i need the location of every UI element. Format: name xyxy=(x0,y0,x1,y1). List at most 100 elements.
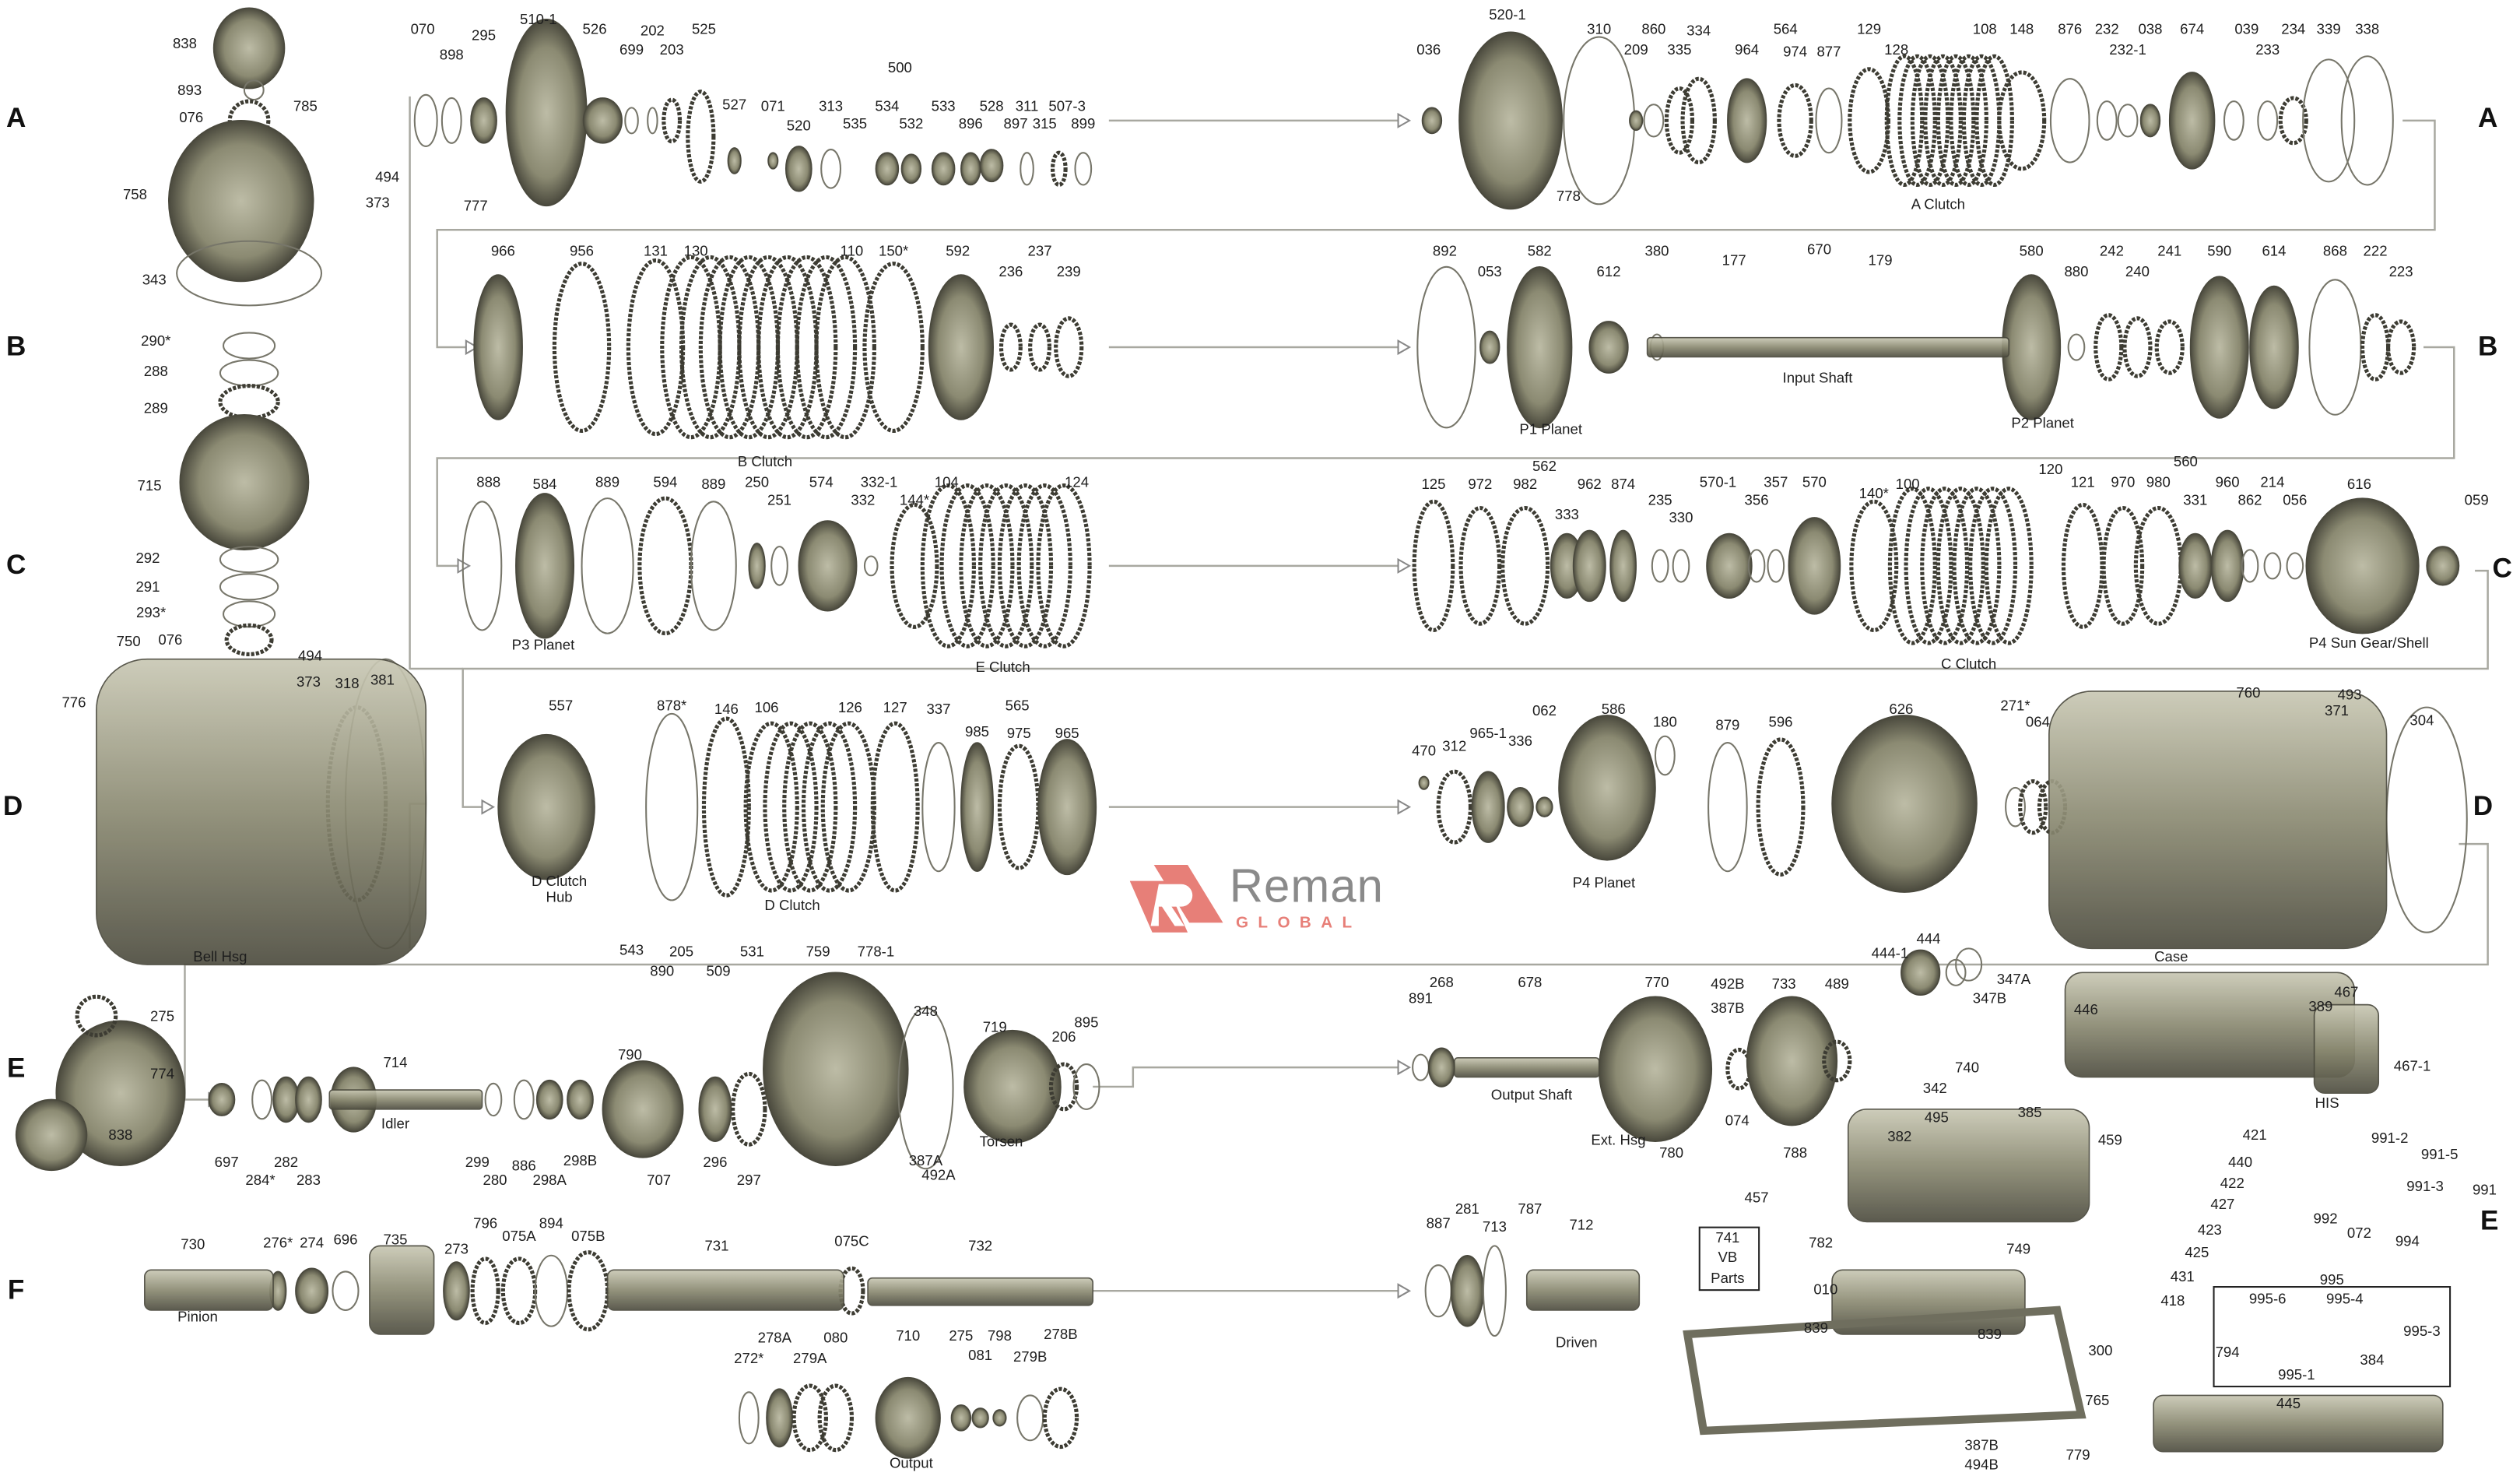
part-ring-thin xyxy=(462,501,503,631)
part-number-label: 292 xyxy=(135,550,160,566)
part-number-label: 427 xyxy=(2210,1196,2235,1213)
part-number-label: 459 xyxy=(2097,1131,2122,1148)
part-ring xyxy=(817,1383,855,1453)
part-ring xyxy=(801,721,858,893)
part-disc xyxy=(1746,996,1838,1126)
component-caption: P1 Planet xyxy=(1519,421,1583,438)
part-ring-thin xyxy=(1074,152,1093,186)
part-ring xyxy=(1822,1039,1852,1083)
row-marker-right: E xyxy=(2480,1205,2499,1236)
reman-global-logo: Reman GLOBAL xyxy=(1129,862,1420,939)
part-number-label: 384 xyxy=(2360,1351,2385,1369)
part-number-label: 770 xyxy=(1644,974,1669,991)
component-caption: Torsen xyxy=(979,1133,1023,1150)
part-number-label: 039 xyxy=(2234,20,2259,37)
component-caption: Parts xyxy=(1711,1270,1745,1286)
part-ring-thin xyxy=(624,107,639,135)
part-ring-thin xyxy=(863,555,879,577)
part-ring-thin xyxy=(219,359,279,387)
row-marker-right: C xyxy=(2492,553,2512,584)
part-number-label: 534 xyxy=(875,97,900,114)
part-number-label: 580 xyxy=(2019,242,2044,259)
part-number-label: 779 xyxy=(2065,1446,2090,1464)
part-number-label: 876 xyxy=(2058,20,2083,37)
part-ring xyxy=(2386,319,2416,375)
part-number-label: 146 xyxy=(714,701,739,717)
part-body xyxy=(2313,1003,2380,1095)
part-number-label: 179 xyxy=(1868,252,1893,269)
part-ring xyxy=(1923,54,1963,188)
part-number-label: 765 xyxy=(2085,1392,2110,1408)
part-ring xyxy=(1849,499,1899,633)
part-number-label: 467 xyxy=(2334,983,2359,1000)
part-number-label: 385 xyxy=(2017,1104,2042,1121)
part-number-label: 596 xyxy=(1768,713,1793,730)
part-number-label: 205 xyxy=(669,944,694,960)
part-number-label: 332 xyxy=(851,491,876,508)
part-number-label: 272* xyxy=(734,1350,764,1367)
part-number-label: 334 xyxy=(1686,22,1711,39)
part-number-label: 240 xyxy=(2125,263,2150,280)
part-number-label: 121 xyxy=(2070,474,2095,490)
part-number-label: 445 xyxy=(2276,1395,2301,1412)
part-number-label: 562 xyxy=(1532,458,1557,475)
part-number-label: 982 xyxy=(1513,476,1538,492)
part-number-label: 279A xyxy=(793,1350,827,1367)
part-ring xyxy=(500,1256,538,1326)
part-ring xyxy=(2278,96,2308,146)
part-number-label: 719 xyxy=(982,1019,1007,1035)
part-ring xyxy=(2122,316,2153,378)
component-caption: C Clutch xyxy=(1940,655,1997,673)
part-ring-thin xyxy=(1416,265,1476,429)
part-ring xyxy=(1984,487,2034,645)
part-disc xyxy=(443,1261,470,1321)
part-number-label: 237 xyxy=(1027,242,1052,259)
part-ring-thin xyxy=(2049,78,2090,163)
part-ring xyxy=(1848,67,1890,174)
part-disc xyxy=(963,1029,1062,1144)
part-ring xyxy=(626,258,686,437)
part-number-label: 038 xyxy=(2138,20,2163,37)
part-number-label: 510-1 xyxy=(519,11,557,28)
part-number-label: 425 xyxy=(2185,1244,2209,1260)
part-number-label: 289 xyxy=(143,400,168,416)
part-disc xyxy=(1727,78,1767,163)
part-number-label: 787 xyxy=(1518,1200,1543,1218)
part-ring xyxy=(959,483,1015,648)
part-number-label: 892 xyxy=(1432,242,1457,259)
part-disc xyxy=(2178,532,2213,599)
part-number-label: 271* xyxy=(2000,698,2030,714)
part-number-label: 494B xyxy=(1964,1456,1999,1473)
part-number-label: 339 xyxy=(2316,20,2341,37)
part-number-label: 839 xyxy=(1803,1320,1828,1337)
part-ring-thin xyxy=(2286,552,2304,580)
vb-parts-box xyxy=(1698,1226,1760,1292)
part-number-label: 493 xyxy=(2337,686,2362,703)
component-caption: D Clutch Hub xyxy=(531,873,588,905)
part-ring-thin xyxy=(645,712,699,901)
component-caption: Input Shaft xyxy=(1782,369,1853,386)
part-number-label: 713 xyxy=(1482,1218,1507,1235)
part-disc xyxy=(960,742,994,873)
part-number-label: 234 xyxy=(2281,20,2306,37)
part-number-label: 241 xyxy=(2157,242,2182,259)
part-number-label: 991-3 xyxy=(2406,1178,2444,1195)
row-marker-left: B xyxy=(5,331,26,362)
part-ring-thin xyxy=(1815,87,1843,154)
part-ring-thin xyxy=(1643,104,1665,138)
part-ring xyxy=(1961,54,2002,188)
part-body xyxy=(2153,1394,2444,1453)
part-disc xyxy=(473,274,523,420)
part-number-label: 074 xyxy=(1725,1112,1750,1129)
row-marker-right: D xyxy=(2473,790,2494,822)
part-ring xyxy=(1904,487,1953,645)
part-body xyxy=(1646,336,2010,358)
part-number-label: 838 xyxy=(172,35,197,52)
part-number-label: 104 xyxy=(934,474,959,490)
part-number-label: 776 xyxy=(61,694,86,711)
part-ring-thin xyxy=(2257,100,2279,141)
part-number-label: 527 xyxy=(722,96,747,113)
logo-mark-icon xyxy=(1129,864,1223,933)
part-number-label: 995 xyxy=(2319,1271,2344,1288)
part-disc xyxy=(875,152,900,186)
